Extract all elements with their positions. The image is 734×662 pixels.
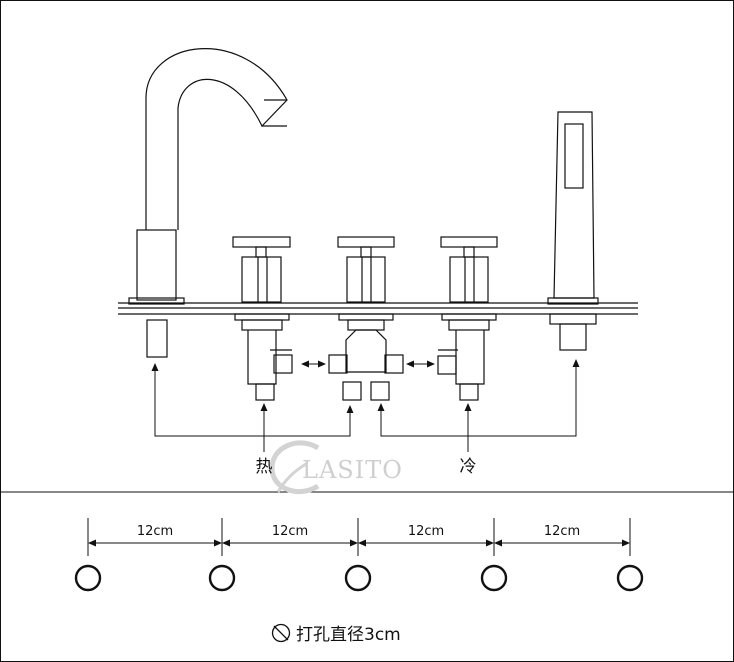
cold-label: 冷 [460, 457, 477, 477]
spacing-label-4: 12cm [544, 524, 580, 539]
spout-icon [128, 48, 288, 358]
diverter-handle-icon [328, 236, 404, 401]
watermark-text: LASITO [302, 456, 403, 484]
hand-shower-icon [547, 111, 599, 351]
spacing-label-2: 12cm [272, 524, 308, 539]
hose-connections [151, 359, 580, 452]
hot-inlet-fitting [273, 354, 293, 374]
hole-3 [344, 564, 372, 592]
hole-1 [74, 564, 102, 592]
hot-label: 热 [256, 457, 273, 477]
hole-diameter-note: 打孔直径3cm [296, 625, 401, 645]
hole-5 [616, 564, 644, 592]
countertop [118, 302, 638, 315]
faucet-set [118, 48, 638, 401]
hole-spacing-dimensions [87, 518, 631, 556]
hot-handle-icon [232, 236, 292, 401]
hole-4 [480, 564, 508, 592]
hole-2 [208, 564, 236, 592]
cold-handle-icon [437, 236, 498, 401]
diameter-icon [271, 623, 291, 643]
spacing-label-1: 12cm [137, 524, 173, 539]
spacing-label-3: 12cm [408, 524, 444, 539]
mounting-holes [74, 564, 644, 592]
watermark-logo-icon: LASITO [269, 440, 403, 495]
